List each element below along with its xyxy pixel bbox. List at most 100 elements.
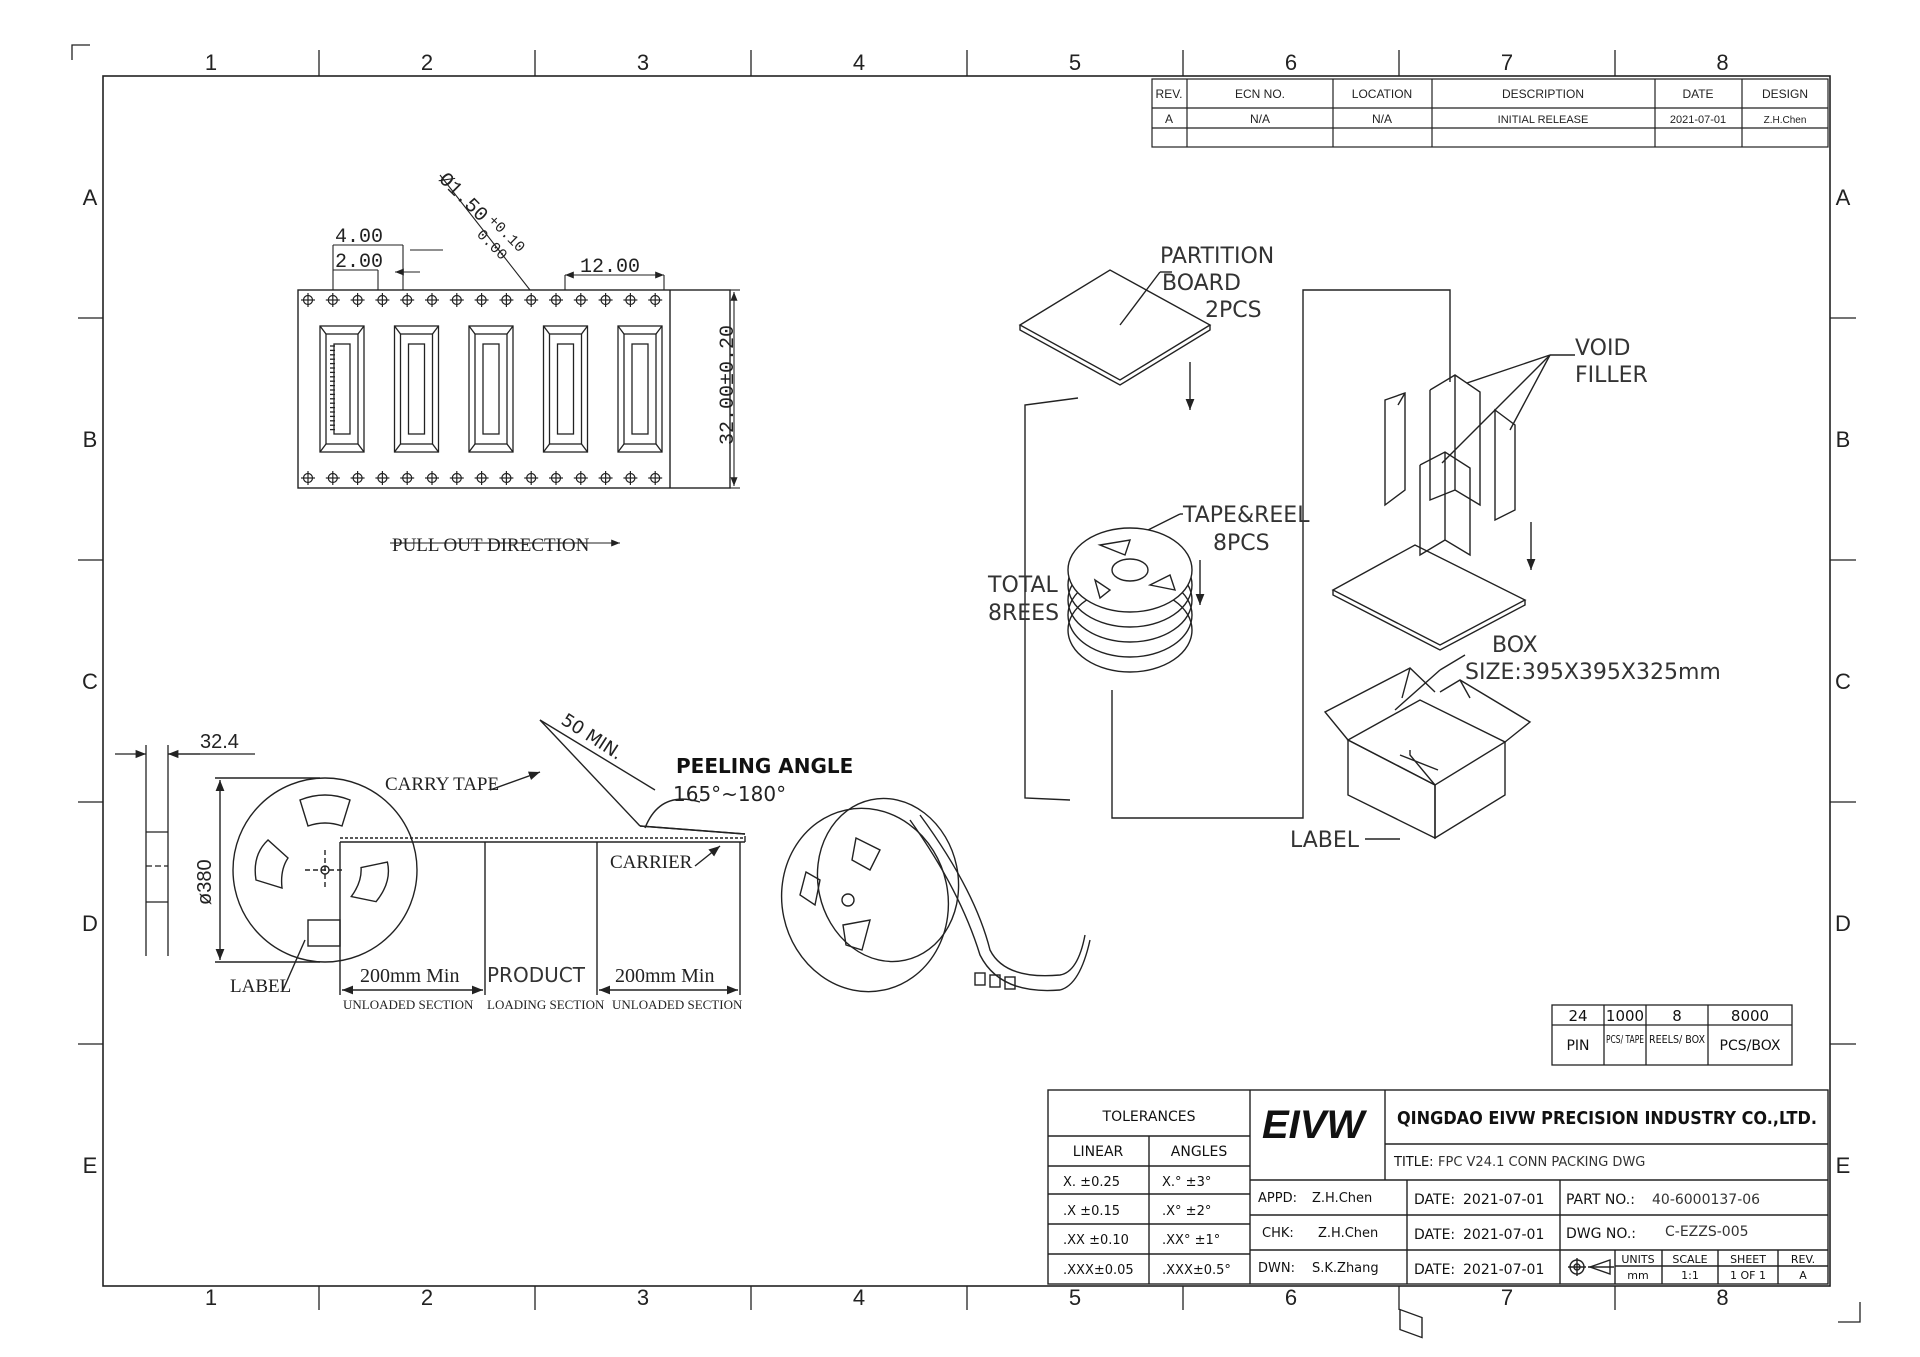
rev-header-rev: REV.	[1156, 87, 1183, 101]
dim-hole-diameter: Ø1.50	[433, 169, 492, 228]
zone-row-label: D	[1835, 911, 1851, 936]
partition-label-3: 2PCS	[1205, 298, 1262, 323]
units-label: UNITS	[1621, 1253, 1654, 1266]
qty-reels-box: 8	[1672, 1007, 1682, 1025]
sprocket-hole	[449, 293, 464, 307]
void-filler	[1384, 354, 1575, 557]
dim-reel-width: 32.4	[200, 731, 239, 753]
linear-tol-4: .XXX±0.05	[1063, 1263, 1134, 1278]
zone-column-label: 5	[1069, 50, 1081, 75]
sprocket-hole	[573, 293, 588, 307]
zone-row-label: B	[83, 427, 98, 452]
rev-header-ecn: ECN NO.	[1235, 87, 1285, 101]
section-length-1: 200mm Min	[360, 965, 459, 987]
corner-mark-top-left	[71, 44, 90, 60]
sheet-value: 1 OF 1	[1730, 1269, 1766, 1282]
sprocket-hole	[474, 471, 489, 485]
zone-column-label: 8	[1716, 50, 1728, 75]
sprocket-hole	[350, 293, 365, 307]
sprocket-hole	[301, 293, 315, 307]
reel-stack	[1067, 513, 1205, 673]
zone-column-label: 8	[1716, 1285, 1728, 1310]
zone-row-label: C	[1835, 669, 1851, 694]
company-logo: EIVW	[1262, 1103, 1367, 1147]
tape-outline	[297, 289, 731, 489]
zone-column-label: 4	[853, 1285, 865, 1310]
row-ticks	[78, 317, 1856, 1045]
sprocket-hole	[499, 293, 514, 307]
rev-cell-description: INITIAL RELEASE	[1498, 114, 1589, 126]
dwn-value: S.K.Zhang	[1312, 1261, 1379, 1276]
chk-value: Z.H.Chen	[1318, 1226, 1378, 1241]
part-no-value: 40-6000137-06	[1652, 1192, 1760, 1208]
zone-column-label: 6	[1285, 50, 1297, 75]
sprocket-hole	[425, 471, 439, 485]
chk-label: CHK:	[1262, 1226, 1294, 1241]
carry-tape-label: CARRY TAPE	[385, 774, 499, 795]
carrier-label: CARRIER	[610, 852, 693, 873]
chk-date-value: 2021-07-01	[1463, 1227, 1544, 1243]
rev-label: REV.	[1791, 1253, 1815, 1266]
sprocket-hole	[648, 471, 663, 485]
scale-label: SCALE	[1672, 1253, 1707, 1266]
box-label-callout: LABEL	[1290, 828, 1360, 853]
rev-header-description: DESCRIPTION	[1502, 87, 1584, 101]
quantity-table: 24 1000 8 8000 PIN PCS/ TAPE REELS/ BOX …	[1551, 1004, 1793, 1066]
void-filler-label-1: VOID	[1575, 336, 1630, 361]
rev-cell-ecn: N/A	[1250, 112, 1270, 126]
title-label: TITLE:	[1393, 1155, 1434, 1170]
peeling-angle-title: PEELING ANGLE	[676, 754, 853, 778]
appd-date-label: DATE:	[1414, 1192, 1455, 1208]
box-label-1: BOX	[1492, 633, 1538, 658]
partition-label-1: PARTITION	[1160, 244, 1274, 269]
appd-label: APPD:	[1258, 1191, 1297, 1206]
dim-reel-diameter: ø380	[194, 859, 216, 905]
chk-date-label: DATE:	[1414, 1227, 1455, 1243]
sprocket-hole	[623, 471, 638, 485]
sprocket-hole	[449, 471, 464, 485]
sprocket-hole	[648, 293, 663, 307]
label-box	[307, 919, 341, 947]
bottom-board	[1331, 544, 1527, 646]
company-name: QINGDAO EIVW PRECISION INDUSTRY CO.,LTD.	[1397, 1108, 1817, 1129]
tape-reel-label-1: TAPE&REEL	[1182, 503, 1310, 528]
pull-out-direction-label: PULL OUT DIRECTION	[392, 535, 590, 556]
unit-pcs-tape: PCS/ TAPE	[1606, 1033, 1644, 1046]
section-sub-1: UNLOADED SECTION	[343, 997, 474, 1012]
angle-tol-3: .XX° ±1°	[1162, 1233, 1220, 1248]
zone-column-label: 7	[1501, 1285, 1513, 1310]
title-block: TOLERANCES LINEAR ANGLES X. ±0.25 .X ±0.…	[1047, 1089, 1829, 1285]
peeling-angle-range: 165°~180°	[673, 782, 786, 806]
box-label-2: SIZE:395X395X325mm	[1465, 660, 1721, 685]
zone-row-label: C	[82, 669, 98, 694]
zone-row-label: A	[83, 185, 98, 210]
zone-column-label: 1	[205, 1285, 217, 1310]
zone-column-label: 3	[637, 50, 649, 75]
sprocket-hole	[301, 471, 315, 485]
reel-isometric-view	[780, 797, 1091, 993]
dwn-label: DWN:	[1258, 1261, 1295, 1276]
appd-date-value: 2021-07-01	[1463, 1192, 1544, 1208]
dim-cavity-pitch: 12.00	[580, 256, 640, 279]
sprocket-hole	[524, 471, 539, 485]
dwn-date-label: DATE:	[1414, 1262, 1455, 1278]
linear-tol-1: X. ±0.25	[1063, 1175, 1120, 1190]
tape-pocket	[319, 325, 365, 453]
qty-pcs-box: 8000	[1731, 1007, 1769, 1025]
sheet-label: SHEET	[1730, 1253, 1766, 1266]
column-ticks	[318, 50, 1616, 1310]
packing-exploded-view	[1018, 269, 1575, 1339]
zone-column-label: 1	[205, 50, 217, 75]
tape-pocket	[617, 325, 663, 453]
sprocket-hole	[325, 293, 340, 307]
title-value: FPC V24.1 CONN PACKING DWG	[1438, 1155, 1645, 1170]
corner-mark-bottom-right	[1838, 1302, 1861, 1323]
unit-pin: PIN	[1566, 1038, 1589, 1054]
zone-row-label: B	[1836, 427, 1851, 452]
reel-flange	[232, 777, 418, 963]
rev-cell-rev: A	[1165, 112, 1173, 126]
qty-pin: 24	[1568, 1007, 1587, 1025]
unit-reels-box: REELS/ BOX	[1649, 1033, 1705, 1046]
